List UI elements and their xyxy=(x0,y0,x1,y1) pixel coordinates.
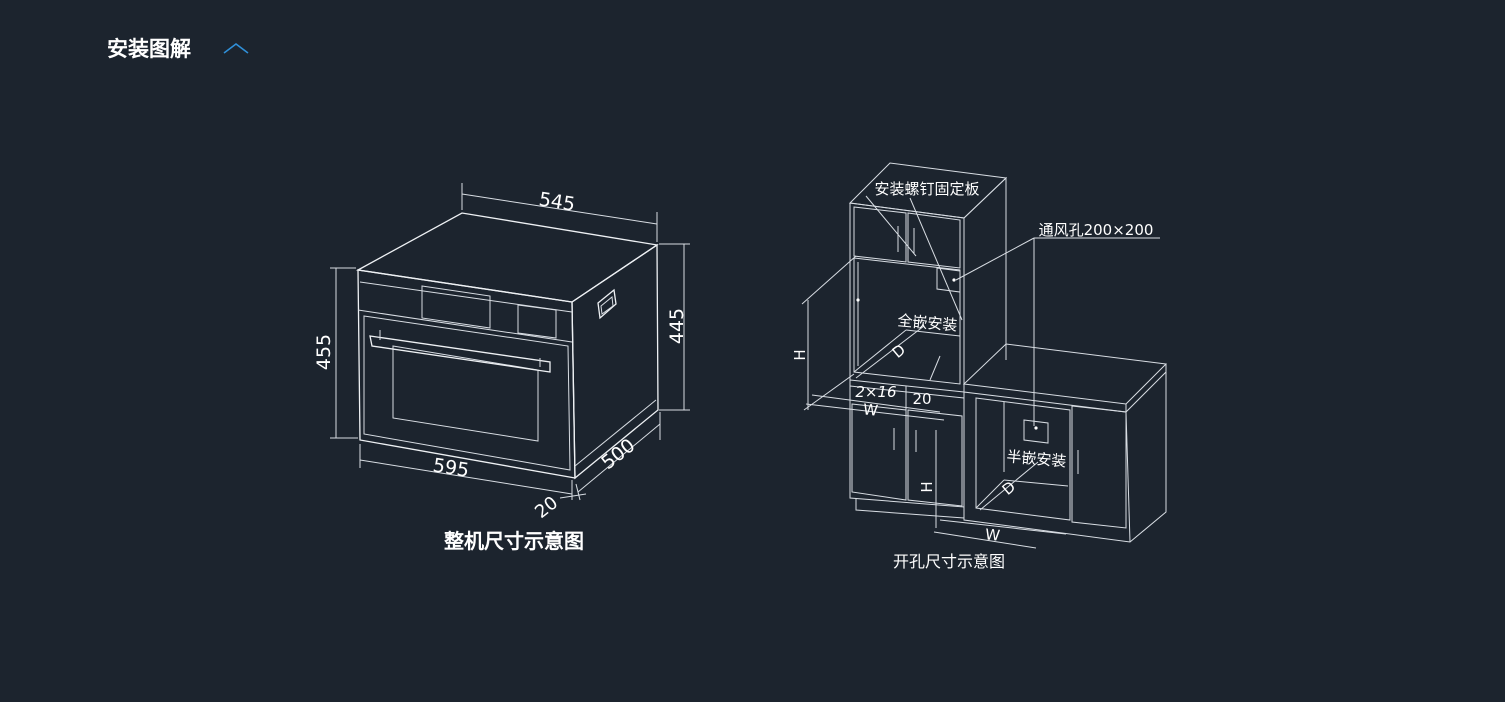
cutout-caption: 开孔尺寸示意图 xyxy=(893,552,1005,571)
oven-caption: 整机尺寸示意图 xyxy=(443,529,584,553)
base-cabinet xyxy=(962,343,1168,543)
section-title: 安装图解 xyxy=(107,37,191,61)
dim-w-lower: W xyxy=(984,525,1001,544)
dim-595: 595 xyxy=(431,454,470,481)
dim-500: 500 xyxy=(597,434,639,474)
label-full-embed: 全嵌安装 xyxy=(897,311,958,334)
tall-cabinet xyxy=(848,162,1008,519)
label-half-embed: 半嵌安装 xyxy=(1006,447,1067,470)
collapse-toggle[interactable] xyxy=(221,38,251,58)
dim-w-upper: W xyxy=(862,400,879,419)
label-vent: 通风孔200×200 xyxy=(1039,221,1154,239)
dim-445: 445 xyxy=(666,308,688,344)
cabinet-leaders xyxy=(856,195,1160,430)
section-header: 安装图解 xyxy=(107,30,251,66)
dim-455: 455 xyxy=(313,334,335,370)
oven-drawing xyxy=(355,212,659,480)
dim-d-upper: D xyxy=(889,341,909,362)
chevron-up-icon xyxy=(223,43,249,54)
dim-gap: 20 xyxy=(912,390,931,408)
dim-h-upper: H xyxy=(791,349,809,360)
dim-screws: 2×16 xyxy=(855,383,896,401)
dim-545: 545 xyxy=(537,188,576,215)
label-bracket: 安装螺钉固定板 xyxy=(874,180,979,198)
dim-20: 20 xyxy=(531,492,562,523)
dim-h-lower: H xyxy=(918,481,936,492)
oven-dimensions xyxy=(330,183,690,501)
cabinet-dimensions xyxy=(801,255,1067,549)
